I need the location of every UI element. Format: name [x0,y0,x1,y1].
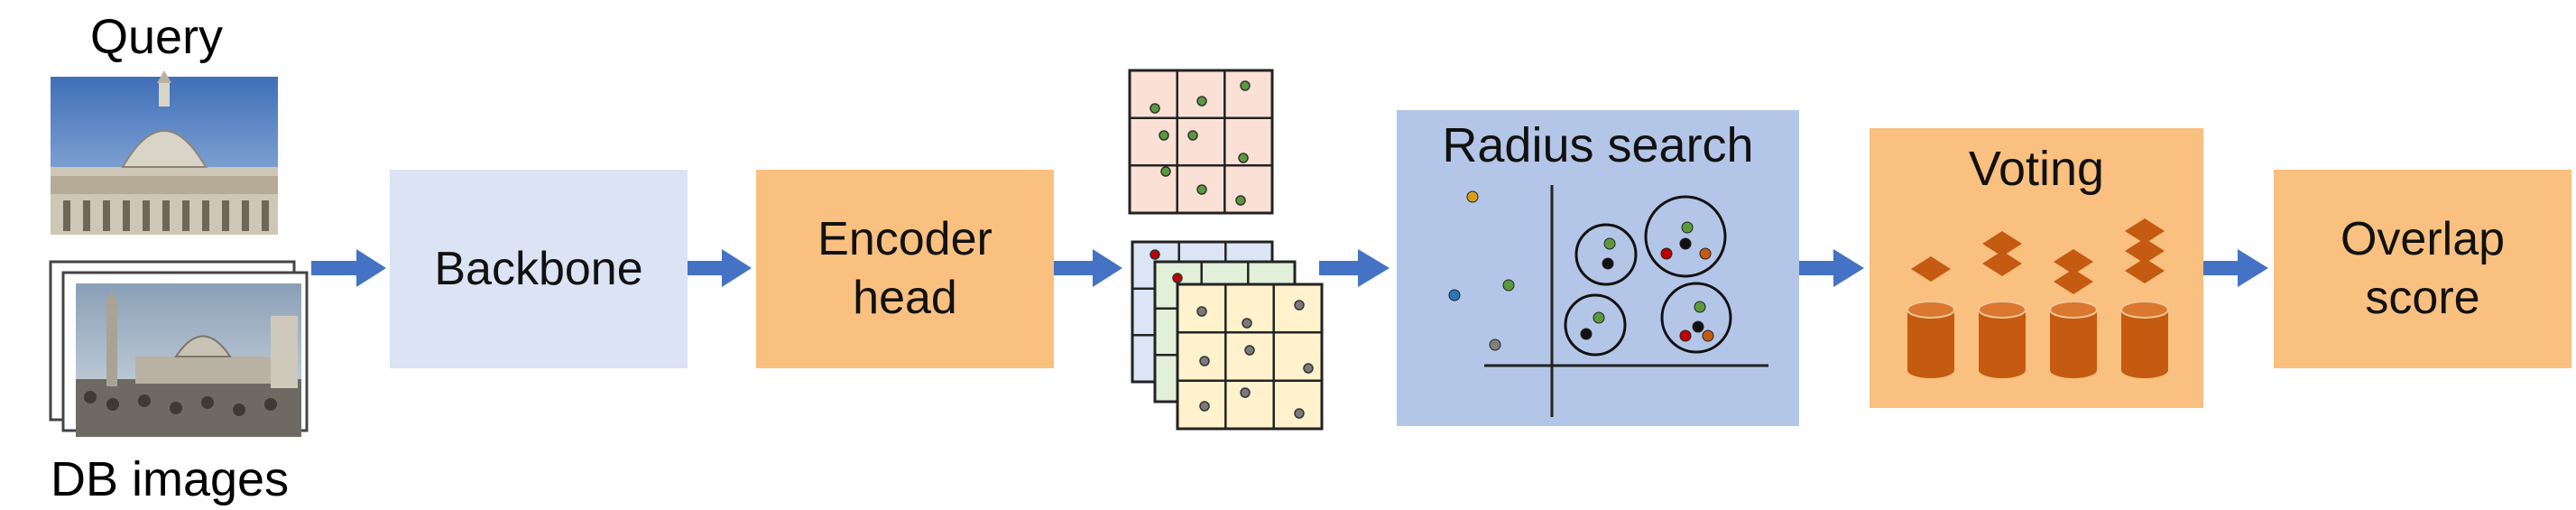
right-arrow-icon [1799,249,1864,287]
backbone-box: Backbone [390,170,688,368]
db-images-label: DB images [51,452,290,506]
encoder-head-box: Encoder head [756,170,1054,368]
encoder-head-label: Encoder head [817,213,993,324]
voting-bin [2120,218,2169,378]
overlap-score-label: Overlap score [2340,213,2506,324]
voting-bin [1907,256,1955,378]
backbone-label: Backbone [434,242,643,295]
right-arrow-icon [1319,249,1390,287]
voting-label: Voting [1968,142,2105,196]
voting-bin [1978,231,2027,378]
db-images-stack [49,260,309,437]
right-arrow-icon [1054,249,1122,287]
overlap-score-box: Overlap score [2274,170,2571,368]
voting-bins [1907,218,2169,378]
radius-search-label: Radius search [1442,118,1754,172]
query-feature-grid [1128,69,1274,215]
query-image [51,70,278,235]
radius-search-box: Radius search [1397,110,1799,426]
query-label: Query [90,10,224,64]
voting-bin [2049,249,2098,378]
right-arrow-icon [688,249,752,287]
radius-search-plot [1448,185,1768,417]
right-arrow-icon [2203,249,2268,287]
right-arrow-icon [311,249,386,287]
db-feature-grids [1131,240,1324,431]
